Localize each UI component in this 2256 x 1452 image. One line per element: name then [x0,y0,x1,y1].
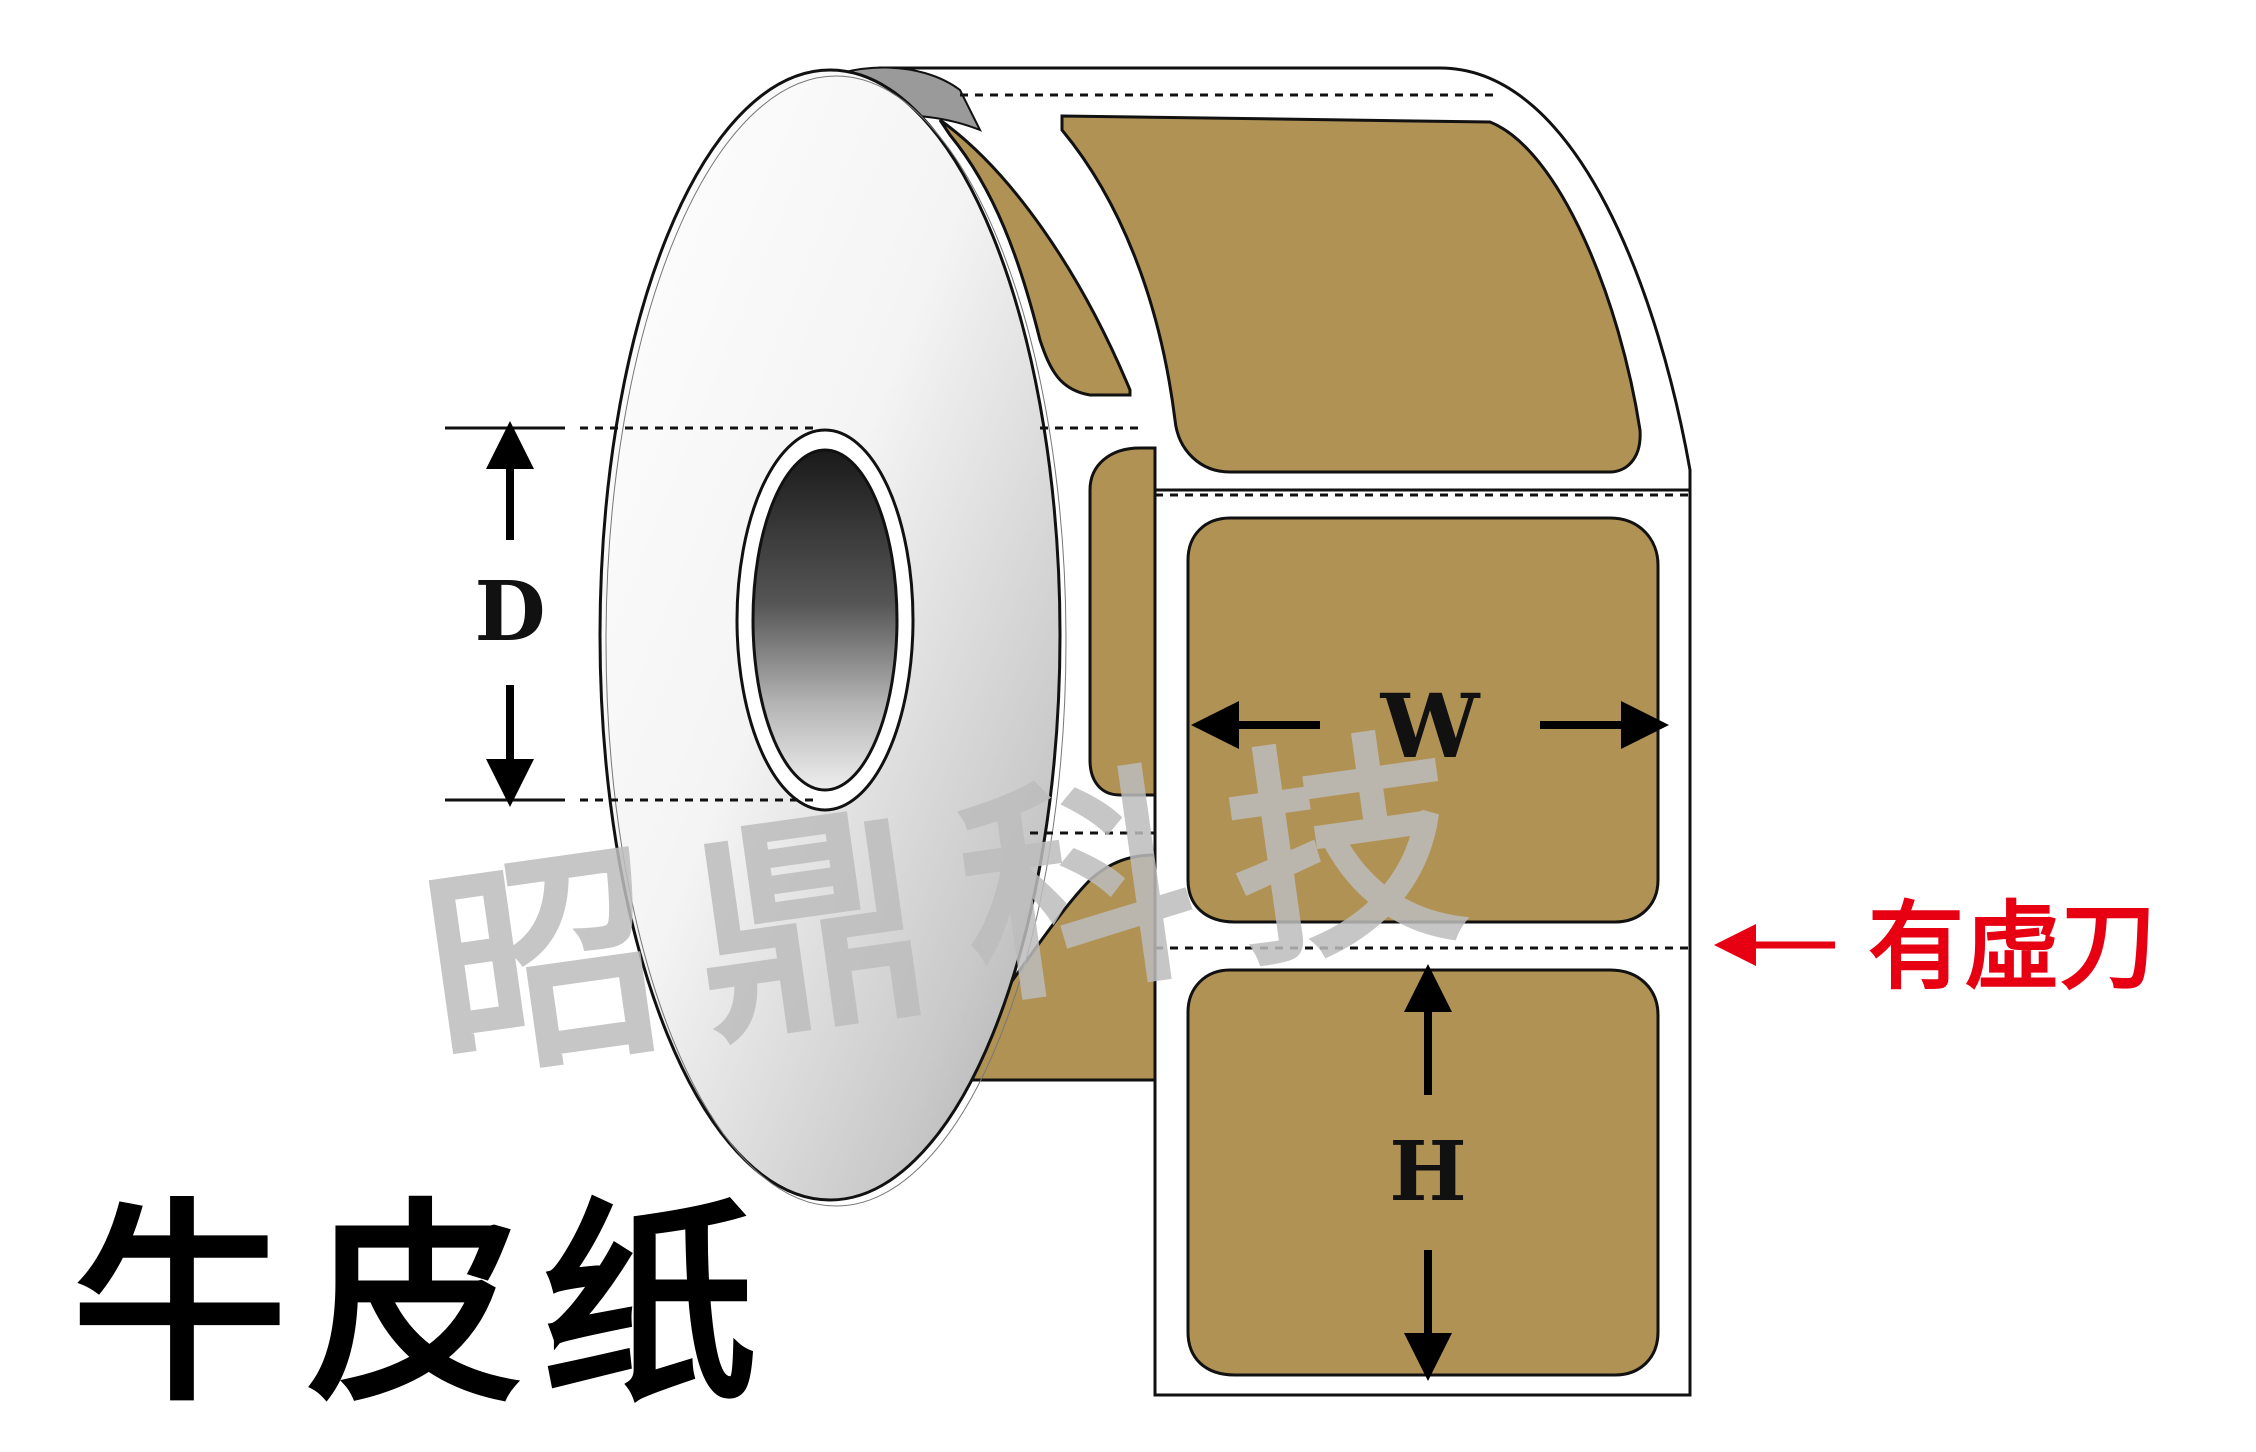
kraft-label-left-mid [1088,446,1157,797]
kraft-label-left-top [938,118,1132,397]
page-title: 牛皮纸 [72,1180,777,1431]
die-cut-note-text: 有虛刀 [1868,891,2156,1003]
label-height-dimension: H [1389,964,1467,1381]
core-diameter-label: D [474,564,545,660]
label-height-label: H [1389,1124,1466,1220]
die-cut-note: 有虛刀 [1714,891,2156,1003]
label-width-label: W [1380,674,1481,778]
core-diameter-dimension: D [445,421,565,807]
kraft-label-flat-1 [1186,516,1660,924]
roll-face [598,68,1067,1207]
guide-lines [580,93,1690,950]
label-strip [1153,488,1692,1397]
label-width-dimension: W [1191,674,1669,778]
kraft-label-top [1060,114,1642,474]
core-hole [751,448,899,792]
kraft-label-flat-2 [1186,968,1660,1377]
